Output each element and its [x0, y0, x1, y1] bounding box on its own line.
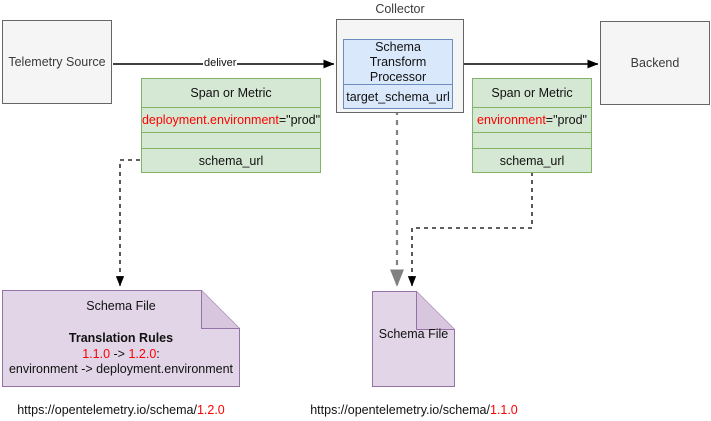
schema-file-middle-url: https://opentelemetry.io/schema/1.1.0: [294, 403, 534, 417]
span-right-title: Span or Metric: [491, 86, 573, 100]
edge-right-schema-url: [407, 172, 533, 287]
span-right-empty-row: [473, 132, 591, 148]
rules-heading: Translation Rules: [68, 331, 174, 345]
span-left-title: Span or Metric: [190, 86, 272, 100]
node-span-or-metric-left[interactable]: Span or Metric deployment.environment="p…: [141, 78, 321, 173]
schema-file-middle-title: Schema File: [378, 327, 449, 341]
rules-mapping: environment -> deployment.environment: [8, 362, 234, 377]
span-right-attribute-value: ="prod": [545, 113, 587, 127]
span-left-attribute-value: ="prod": [278, 113, 321, 127]
node-schema-file-middle[interactable]: Schema File: [372, 291, 455, 387]
rules-version-to: 1.2.0: [128, 346, 157, 361]
node-schema-transform-processor[interactable]: Schema Transform Processor target_schema…: [343, 39, 453, 109]
collector-title: Collector: [375, 2, 425, 16]
span-left-attribute-key: deployment.environment: [141, 113, 279, 127]
processor-target-schema-url: target_schema_url: [344, 84, 452, 108]
span-right-attribute: environment="prod": [473, 107, 591, 132]
rules-version-from: 1.1.0: [82, 346, 111, 361]
schema-file-left-title: Schema File: [86, 299, 156, 313]
span-left-schema-url: schema_url: [142, 148, 320, 172]
span-right-schema-url: schema_url: [473, 148, 591, 172]
schema-file-middle-url-version: 1.1.0: [489, 403, 518, 417]
telemetry-source-label: Telemetry Source: [8, 55, 106, 69]
span-left-empty-row: [142, 132, 320, 148]
schema-file-left-url-prefix: https://opentelemetry.io/schema/: [17, 403, 197, 417]
span-left-attribute: deployment.environment="prod": [142, 107, 320, 132]
processor-title: Schema Transform Processor: [369, 40, 427, 84]
rules-arrow: ->: [110, 346, 129, 361]
schema-file-left-url: https://opentelemetry.io/schema/1.2.0: [2, 403, 240, 417]
backend-label: Backend: [630, 56, 680, 70]
schema-file-middle-url-prefix: https://opentelemetry.io/schema/: [310, 403, 490, 417]
schema-file-middle-shape: [372, 291, 455, 387]
node-telemetry-source[interactable]: Telemetry Source: [2, 20, 112, 104]
node-backend[interactable]: Backend: [600, 21, 710, 105]
schema-file-left-rules: Translation Rules 1.1.0 -> 1.2.0: enviro…: [2, 331, 240, 378]
span-right-attribute-key: environment: [477, 113, 546, 127]
rules-colon: :: [156, 346, 160, 361]
edge-left-schema-url: [115, 159, 140, 287]
schema-file-left-shape: [2, 290, 240, 387]
edge-label-deliver: deliver: [203, 57, 238, 69]
node-schema-file-left[interactable]: Schema File Translation Rules 1.1.0 -> 1…: [2, 290, 240, 387]
node-span-or-metric-right[interactable]: Span or Metric environment="prod" schema…: [472, 78, 592, 173]
schema-file-left-url-version: 1.2.0: [196, 403, 225, 417]
